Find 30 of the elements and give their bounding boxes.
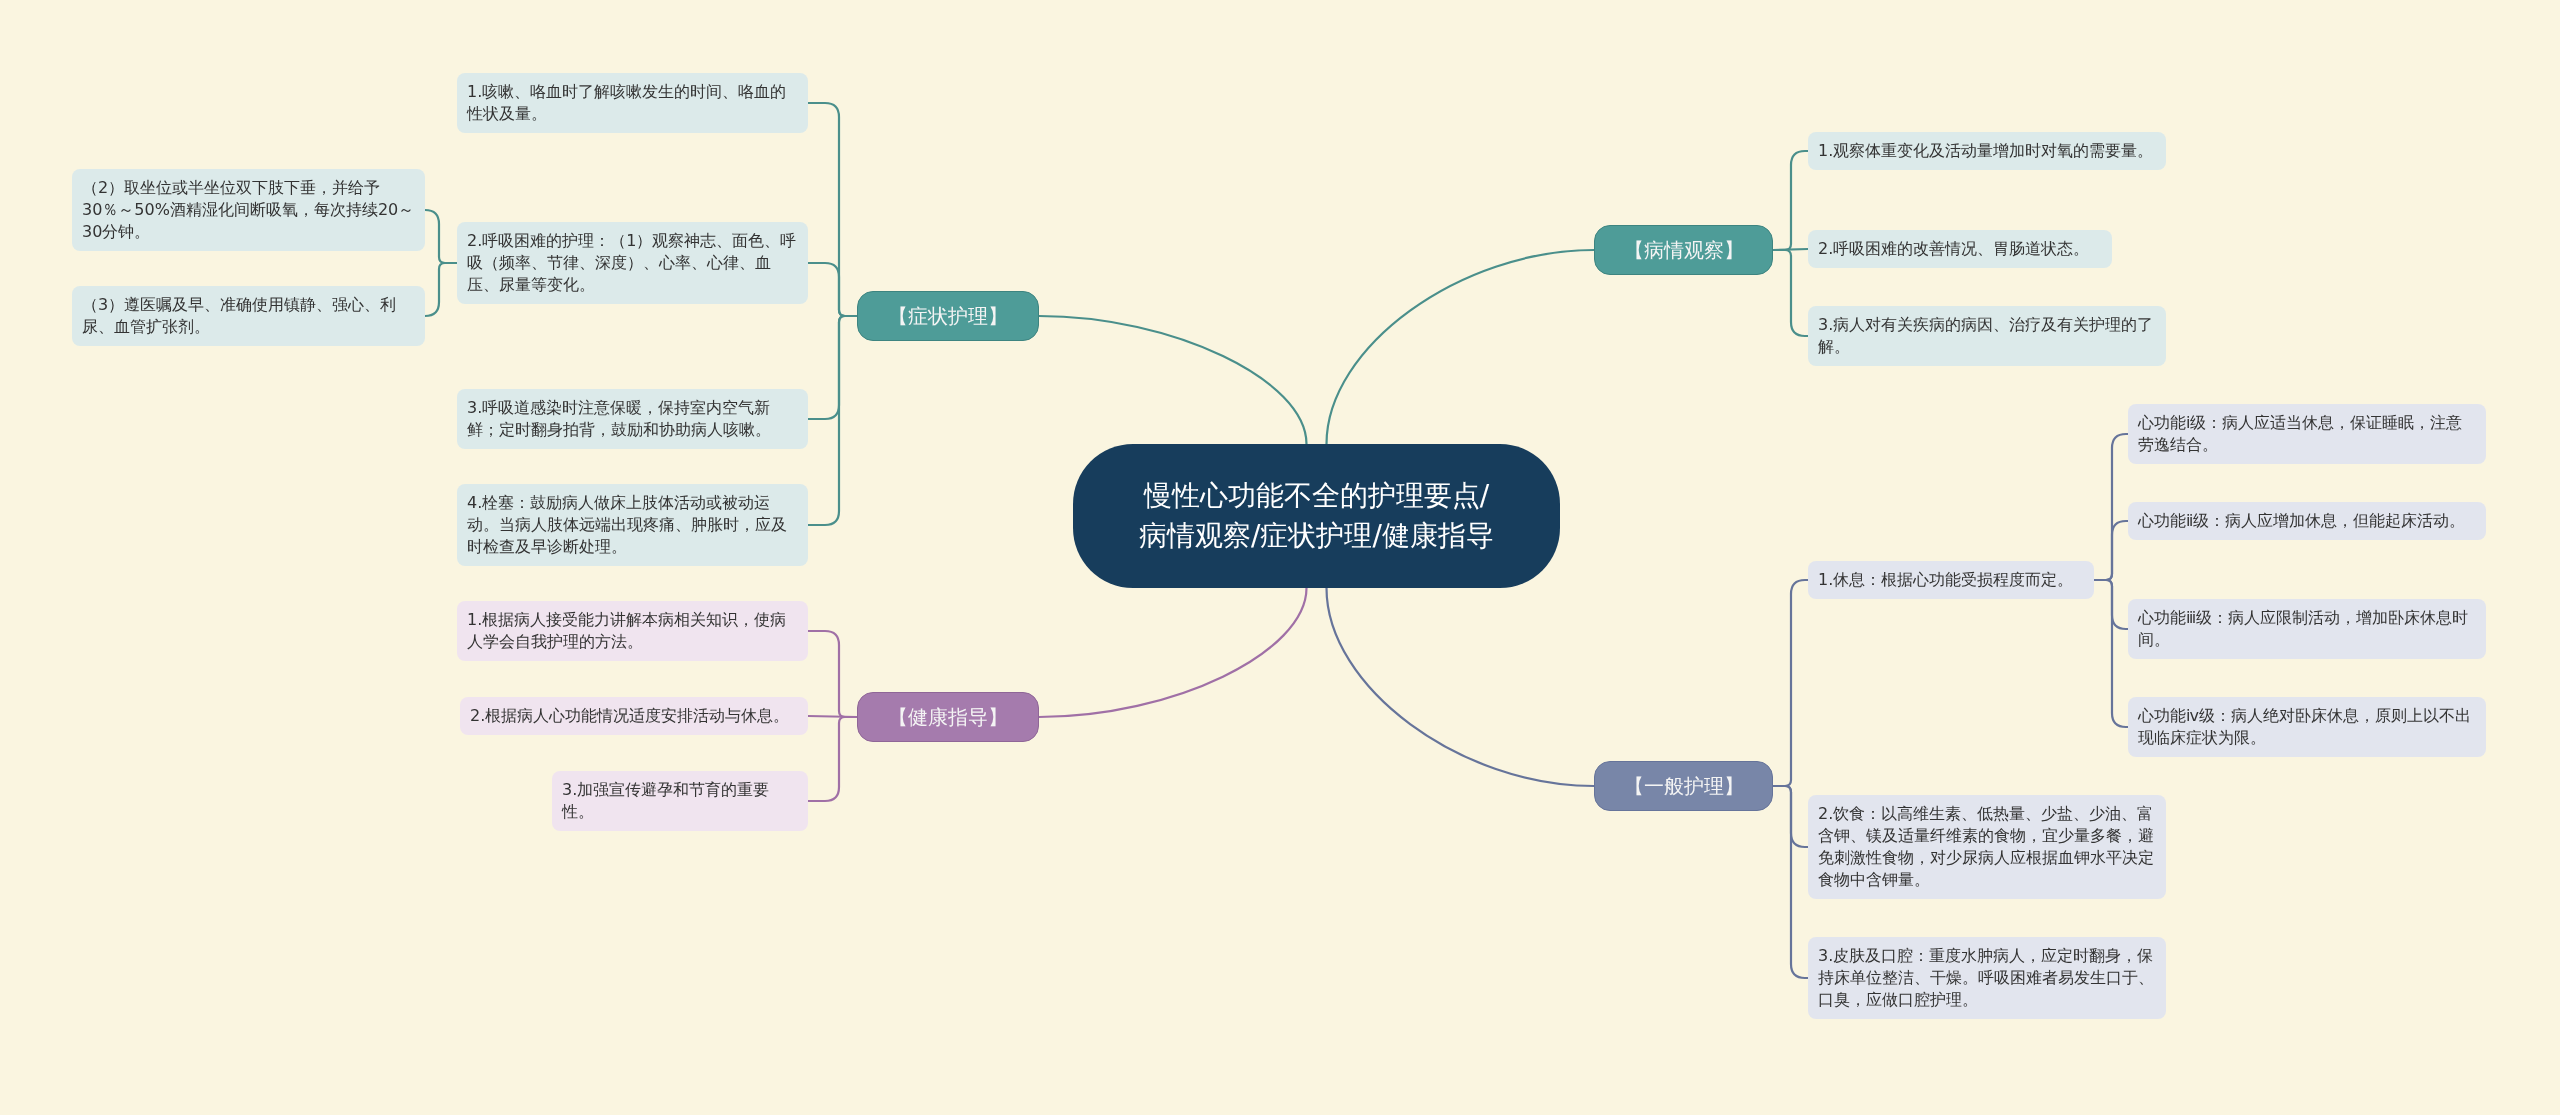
subtopic-card: 1.休息：根据心功能受损程度而定。 [1808,561,2094,599]
connector-line [423,261,457,318]
subtopic-card: 3.病人对有关疾病的病因、治疗及有关护理的了解。 [1808,306,2166,366]
subtopic-card: 4.栓塞：鼓励病人做床上肢体活动或被动运动。当病人肢体远端出现疼痛、肿胀时，应及时检查及早诊断处理。 [457,484,808,566]
connector-line [1038,314,1308,445]
subtopic-card: 心功能ⅲ级：病人应限制活动，增加卧床休息时间。 [2128,599,2486,659]
branch-topic: 【症状护理】 [857,291,1039,341]
branch-topic: 【健康指导】 [857,692,1039,742]
subtopic-card: 2.饮食：以高维生素、低热量、少盐、少油、富含钾、镁及适量纤维素的食物，宜少量多餐，避免刺激性食物，对少尿病人应根据血钾水平决定食物中含钾量。 [1808,795,2166,899]
subtopic-card: 心功能ⅰ级：病人应适当休息，保证睡眠，注意劳逸结合。 [2128,404,2486,464]
central-topic: 慢性心功能不全的护理要点/病情观察/症状护理/健康指导 [1073,444,1560,588]
subtopic-card: 3.呼吸道感染时注意保暖，保持室内空气新鲜；定时翻身拍背，鼓励和协助病人咳嗽。 [457,389,808,449]
subtopic-card: 1.根据病人接受能力讲解本病相关知识，使病人学会自我护理的方法。 [457,601,808,661]
branch-topic: 【病情观察】 [1594,225,1773,275]
subtopic-card: 1.观察体重变化及活动量增加时对氧的需要量。 [1808,132,2166,170]
subtopic-card: 心功能ⅱ级：病人应增加休息，但能起床活动。 [2128,502,2486,540]
subtopic-card: （2）取坐位或半坐位双下肢下垂，并给予30％～50%酒精湿化间断吸氧，每次持续20～30分钟。 [72,169,425,251]
subtopic-card: 3.加强宣传避孕和节育的重要性。 [552,771,808,831]
connector-line [1325,587,1595,788]
subtopic-card: 心功能ⅳ级：病人绝对卧床休息，原则上以不出现临床症状为限。 [2128,697,2486,757]
subtopic-card: 2.呼吸困难的护理：（1）观察神志、面色、呼吸（频率、节律、深度）、心率、心律、血压、尿量等变化。 [457,222,808,304]
branch-topic: 【一般护理】 [1594,761,1773,811]
connector-line [1325,248,1595,445]
connector-line [1038,587,1308,719]
subtopic-card: 1.咳嗽、咯血时了解咳嗽发生的时间、咯血的性状及量。 [457,73,808,133]
subtopic-card: 3.皮肤及口腔：重度水肿病人，应定时翻身，保持床单位整洁、干燥。呼吸困难者易发生口于、口臭，应做口腔护理。 [1808,937,2166,1019]
connector-line [2094,578,2128,729]
subtopic-card: 2.呼吸困难的改善情况、胃肠道状态。 [1808,230,2112,268]
subtopic-card: （3）遵医嘱及早、准确使用镇静、强心、利尿、血管扩张剂。 [72,286,425,346]
subtopic-card: 2.根据病人心功能情况适度安排活动与休息。 [460,697,808,735]
